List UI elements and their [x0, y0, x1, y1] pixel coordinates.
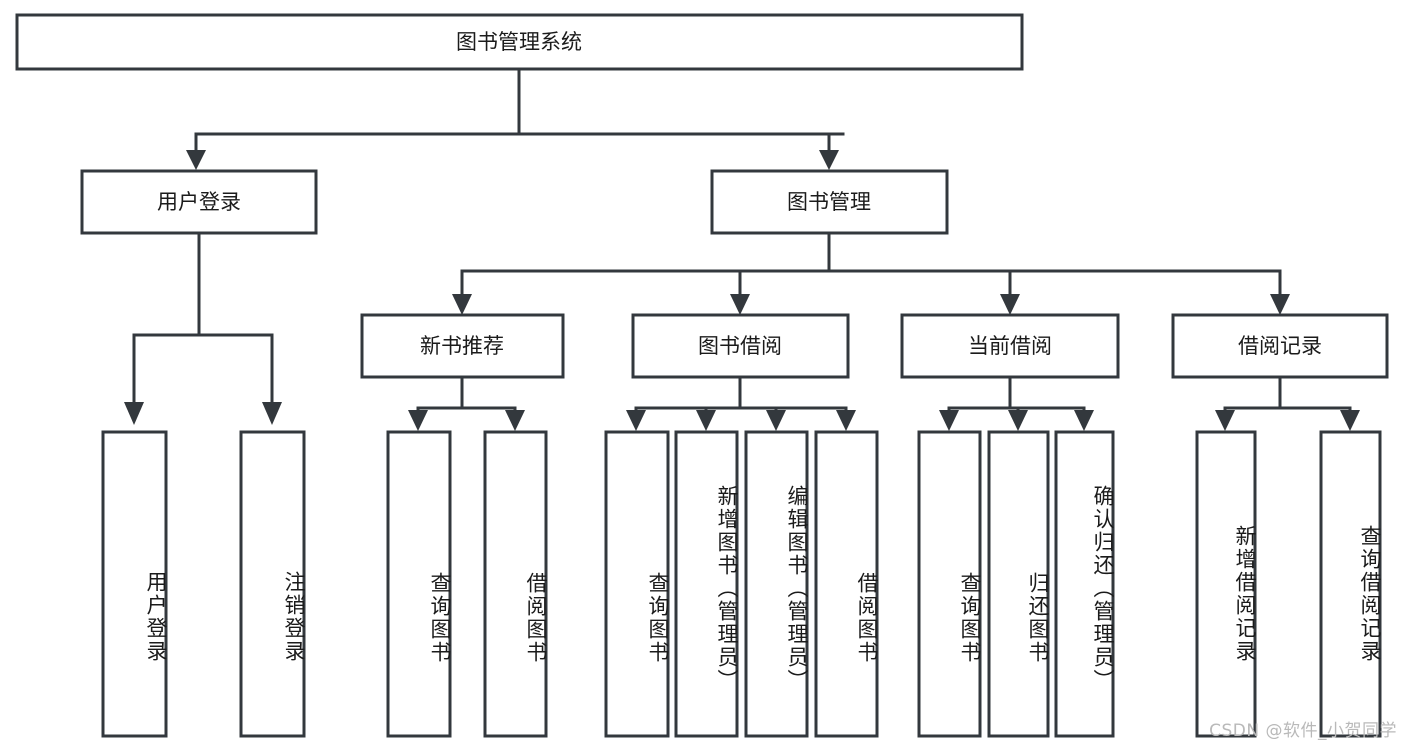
connector-root-to-level2 [186, 67, 845, 170]
node-leaf-query-record-box[interactable] [1319, 430, 1382, 738]
node-leaf-add-record-box[interactable] [1195, 430, 1257, 738]
node-leaf-query-book-3-box[interactable] [917, 430, 982, 738]
node-root-label: 图书管理系统 [456, 30, 582, 54]
node-leaf-query-book-2-box[interactable] [604, 430, 670, 738]
connector-borrowrecord-to-leaves [1215, 376, 1360, 431]
node-leaf-edit-book-box[interactable] [744, 430, 809, 738]
connector-bookmanage-to-level3 [452, 231, 1290, 315]
node-current-borrow[interactable]: 当前借阅 [900, 313, 1120, 379]
node-new-book-recommend[interactable]: 新书推荐 [360, 313, 565, 379]
node-borrow-record[interactable]: 借阅记录 [1171, 313, 1389, 379]
node-book-manage-label: 图书管理 [787, 190, 871, 214]
node-leaf-borrow-book-1-box[interactable] [483, 430, 548, 738]
node-root-box[interactable] [15, 13, 1024, 71]
node-book-borrow-box[interactable] [631, 313, 850, 379]
node-leaf-query-book-1-box[interactable] [386, 430, 452, 738]
connector-newbook-to-leaves [408, 376, 525, 431]
node-book-borrow-label: 图书借阅 [698, 334, 782, 358]
node-book-manage[interactable]: 图书管理 [710, 169, 949, 235]
node-new-book-recommend-label: 新书推荐 [420, 334, 504, 358]
connector-currentborrow-to-leaves [939, 376, 1094, 431]
watermark-text: CSDN @软件_小贺同学 [1209, 721, 1397, 741]
node-leaf-return-book-box[interactable] [987, 430, 1050, 738]
node-current-borrow-label: 当前借阅 [968, 334, 1052, 358]
node-user-login[interactable]: 用户登录 [80, 169, 318, 235]
node-borrow-record-label: 借阅记录 [1238, 334, 1322, 358]
node-borrow-record-box[interactable] [1171, 313, 1389, 379]
node-book-borrow[interactable]: 图书借阅 [631, 313, 850, 379]
node-new-book-recommend-box[interactable] [360, 313, 565, 379]
node-user-login-box[interactable] [80, 169, 318, 235]
connector-bookborrow-to-leaves [626, 376, 856, 431]
node-leaf-add-book-box[interactable] [674, 430, 739, 738]
node-leaf-user-login-box[interactable] [101, 430, 168, 738]
node-book-manage-box[interactable] [710, 169, 949, 235]
node-leaf-confirm-return-box[interactable] [1054, 430, 1115, 738]
node-root[interactable]: 图书管理系统 [15, 13, 1024, 71]
node-current-borrow-box[interactable] [900, 313, 1120, 379]
node-leaf-borrow-book-2-box[interactable] [814, 430, 879, 738]
node-leaf-logout-login-box[interactable] [239, 430, 306, 738]
node-user-login-label: 用户登录 [157, 190, 241, 214]
connector-userlogin-to-leaves [124, 231, 282, 425]
